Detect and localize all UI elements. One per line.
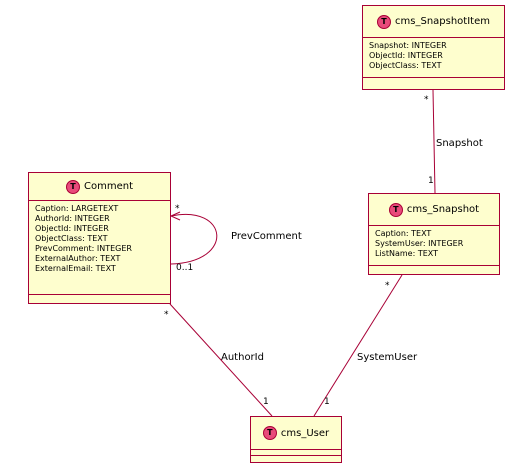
- multiplicity-prevcomment-to: 0..1: [176, 263, 194, 273]
- entity-name: Comment: [84, 181, 133, 192]
- relation-line-snapshot: [432, 89, 436, 194]
- entity-field: PrevComment: INTEGER: [35, 244, 132, 253]
- multiplicity-systemuser-to: 1: [324, 397, 330, 407]
- multiplicity-authorid-from: *: [164, 310, 169, 320]
- relation-label-prevcomment: PrevComment: [231, 231, 302, 242]
- entity-comment[interactable]: T Comment Caption: LARGETEXT AuthorId: I…: [28, 172, 171, 304]
- multiplicity-snapshot-from: *: [424, 95, 429, 105]
- entity-fields: Caption: TEXT SystemUser: INTEGER ListNa…: [369, 226, 499, 266]
- multiplicity-authorid-to: 1: [263, 397, 269, 407]
- relation-label-authorid: AuthorId: [221, 352, 264, 363]
- entity-header: T cms_SnapshotItem: [363, 6, 504, 38]
- entity-field: Caption: LARGETEXT: [35, 204, 119, 213]
- table-icon: T: [388, 202, 403, 217]
- entity-name: cms_Snapshot: [406, 204, 480, 215]
- entity-cms-snapshot[interactable]: T cms_Snapshot Caption: TEXT SystemUser:…: [368, 193, 500, 275]
- entity-field: Snapshot: INTEGER: [369, 41, 447, 50]
- table-icon: T: [66, 179, 80, 194]
- entity-fields: Caption: LARGETEXT AuthorId: INTEGER Obj…: [29, 201, 170, 295]
- entity-fields: Snapshot: INTEGER ObjectId: INTEGER Obje…: [363, 38, 504, 78]
- entity-header: T cms_User: [251, 417, 341, 450]
- entity-field: Caption: TEXT: [375, 229, 432, 238]
- multiplicity-systemuser-from: *: [385, 281, 390, 291]
- arrowhead-icon: [169, 211, 181, 221]
- relation-line-authorid: [169, 303, 273, 417]
- entity-field: ObjectId: INTEGER: [35, 224, 109, 233]
- entity-header: T cms_Snapshot: [369, 194, 499, 226]
- entity-cms-user[interactable]: T cms_User: [250, 416, 342, 463]
- entity-field: ObjectClass: TEXT: [35, 234, 108, 243]
- table-icon: T: [262, 426, 277, 440]
- entity-fields-empty: [251, 450, 341, 456]
- entity-field: AuthorId: INTEGER: [35, 214, 110, 223]
- entity-name: cms_User: [280, 427, 330, 439]
- entity-name: cms_SnapshotItem: [395, 16, 490, 27]
- multiplicity-snapshot-to: 1: [428, 176, 434, 186]
- relation-loop-prevcomment: [170, 213, 218, 265]
- entity-field: ObjectId: INTEGER: [369, 51, 443, 60]
- relation-line-systemuser: [313, 274, 403, 417]
- entity-cms-snapshotitem[interactable]: T cms_SnapshotItem Snapshot: INTEGER Obj…: [362, 5, 505, 90]
- entity-field: SystemUser: INTEGER: [375, 239, 464, 248]
- entity-field: ExternalAuthor: TEXT: [35, 254, 121, 263]
- relation-label-snapshot: Snapshot: [436, 138, 483, 149]
- entity-header: T Comment: [29, 173, 170, 201]
- multiplicity-prevcomment-from: *: [175, 204, 180, 214]
- entity-field: ExternalEmail: TEXT: [35, 264, 116, 273]
- entity-field: ListName: TEXT: [375, 249, 438, 258]
- entity-field: ObjectClass: TEXT: [369, 61, 442, 70]
- relation-label-systemuser: SystemUser: [357, 352, 418, 363]
- table-icon: T: [377, 14, 392, 29]
